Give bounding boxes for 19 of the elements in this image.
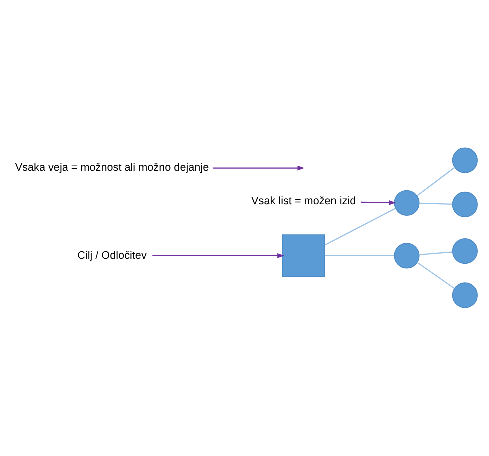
connector	[324, 208, 396, 246]
connector	[419, 252, 453, 256]
node-text: Vsak list = možen izid	[252, 195, 356, 208]
arrow	[213, 166, 305, 171]
connector	[417, 167, 456, 196]
connector	[420, 202, 453, 205]
connector	[417, 262, 455, 290]
node-text: Cilj / Odločitev	[78, 250, 147, 262]
node-circle	[394, 190, 420, 216]
node-circle	[452, 282, 478, 308]
arrow	[152, 253, 285, 258]
node-text: Vsaka veja = možnost ali možno dejanje	[15, 162, 210, 174]
node-box	[282, 234, 326, 278]
node-circle	[452, 192, 478, 218]
node-circle	[452, 238, 478, 264]
arrow	[361, 200, 396, 206]
node-circle	[452, 148, 478, 174]
connector	[324, 255, 394, 256]
node-circle	[394, 243, 420, 269]
